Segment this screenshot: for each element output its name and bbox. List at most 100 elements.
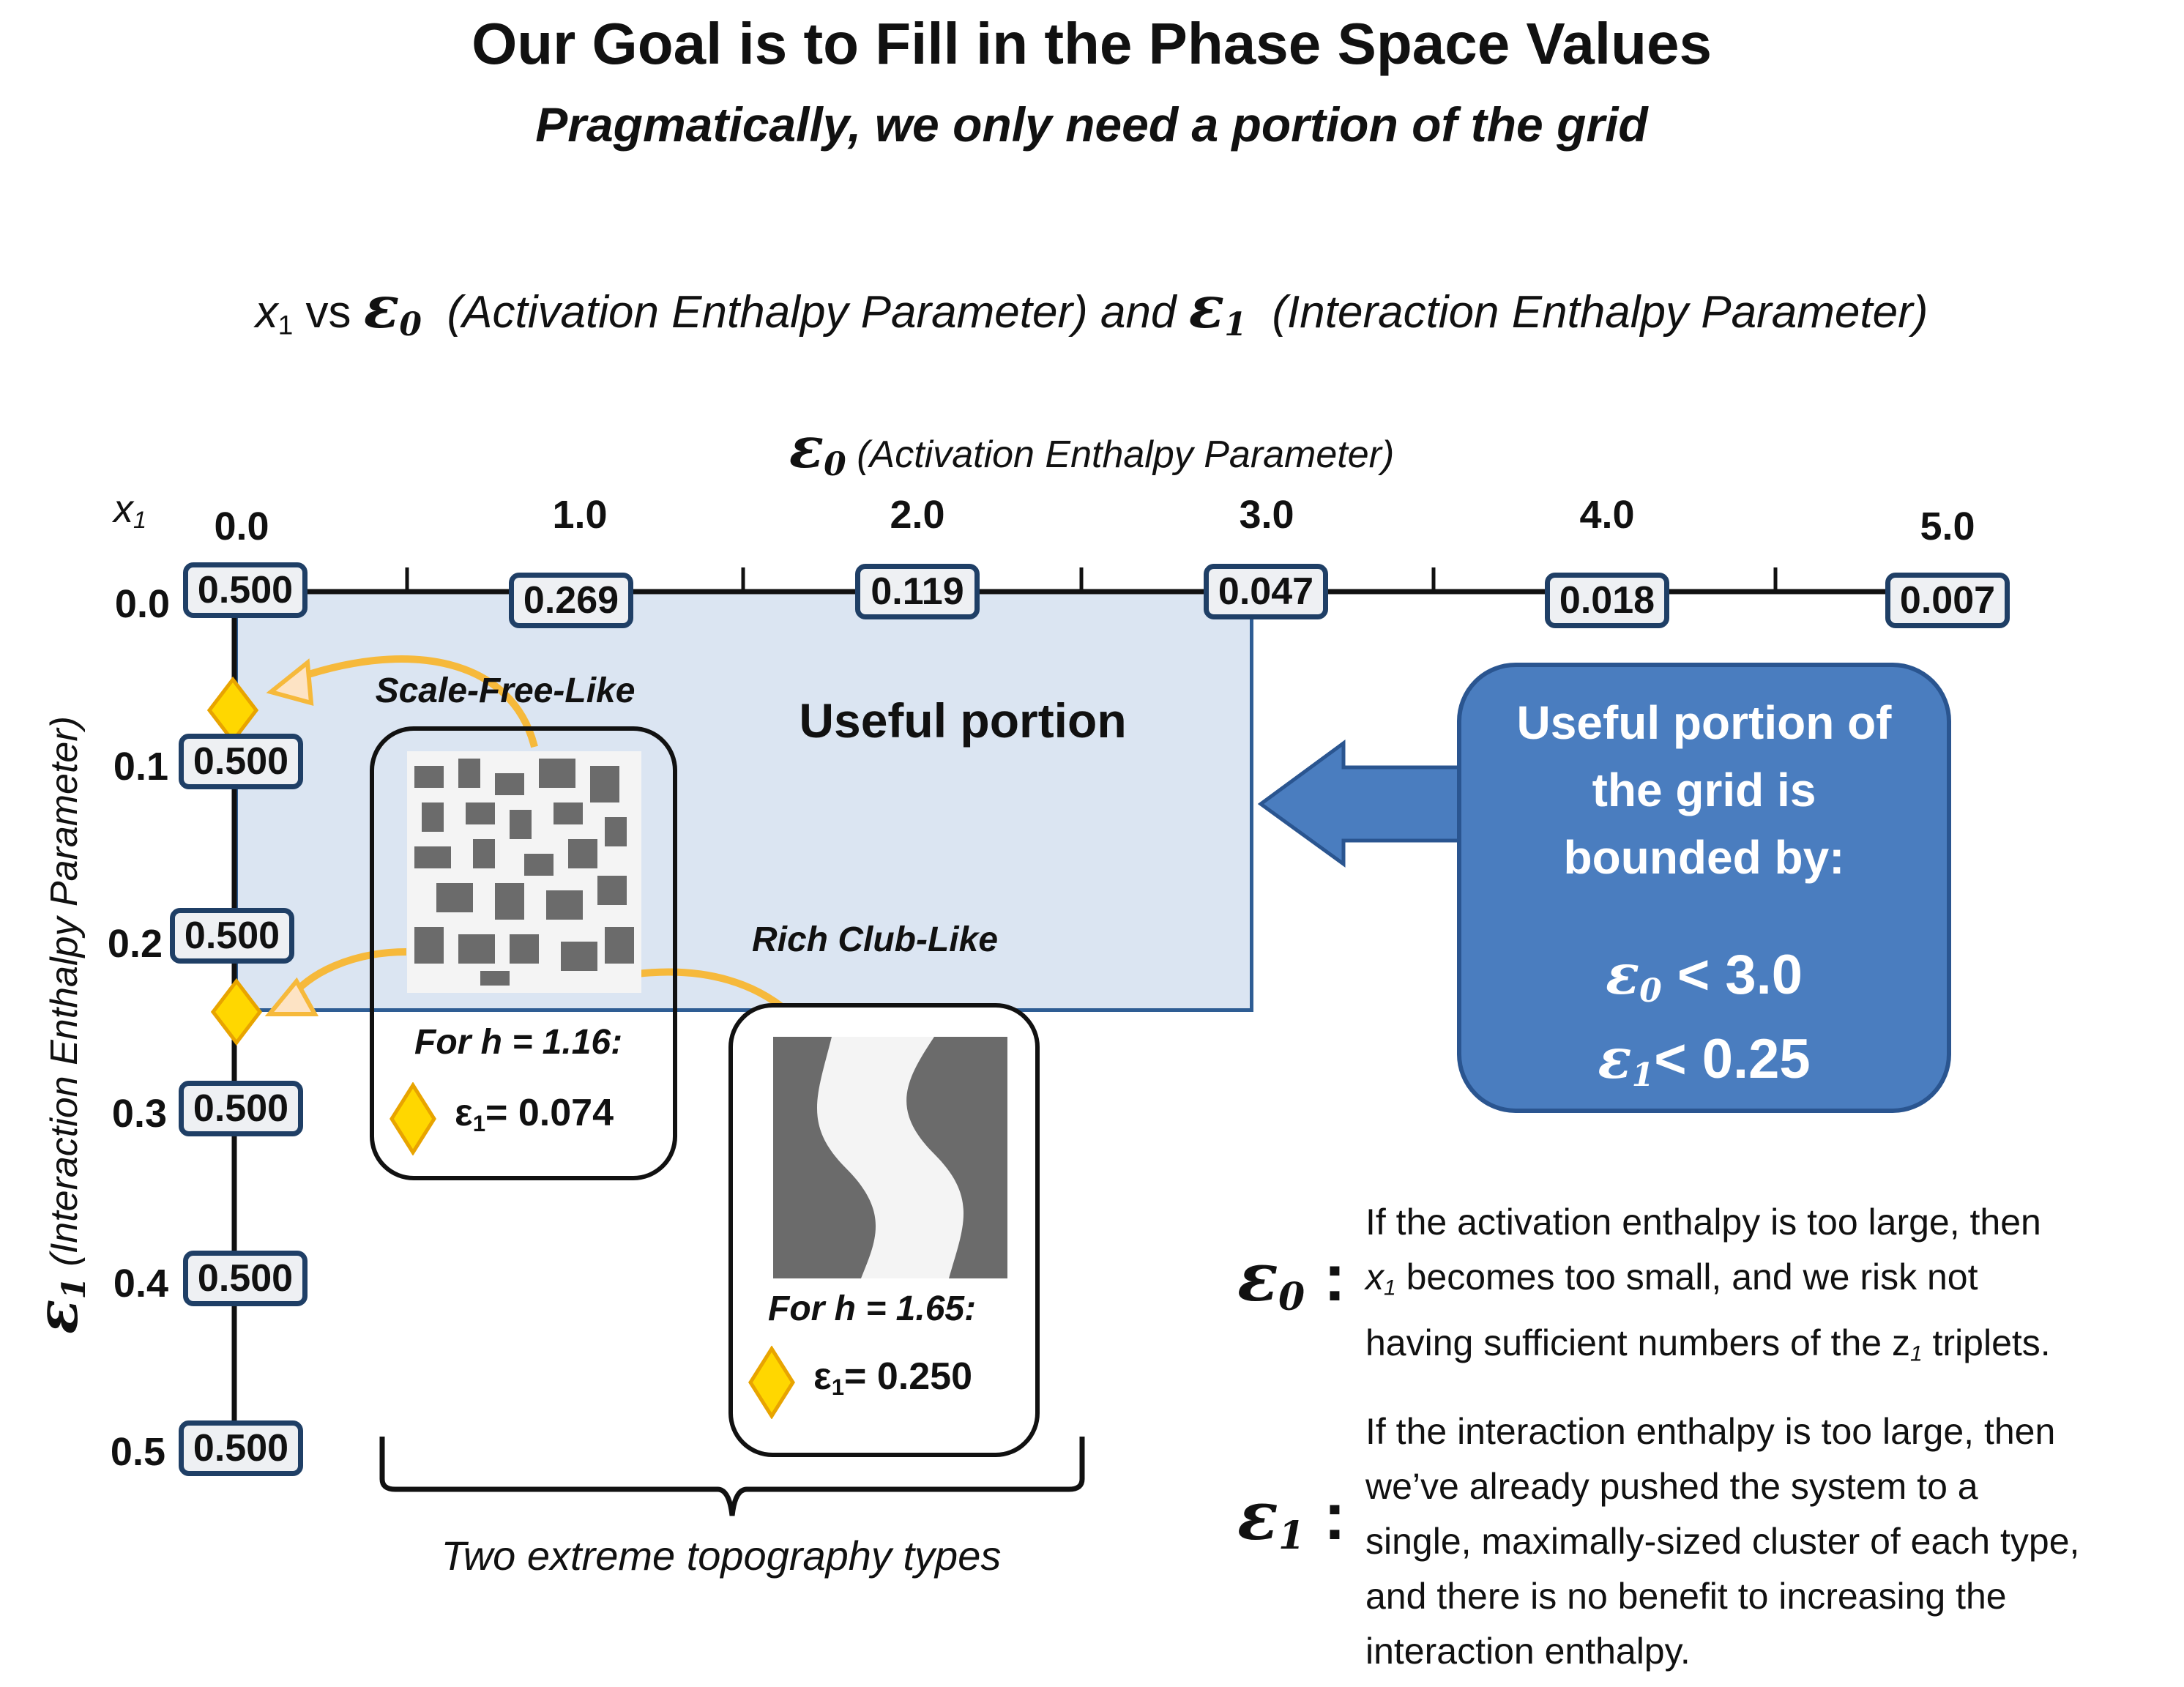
- scale-free-lattice-image: [407, 751, 641, 993]
- expl-eps0-x1-sub: 1: [1384, 1276, 1396, 1300]
- y-tick-label: 0.4: [113, 1262, 168, 1306]
- scale-free-for-h: For h = 1.16:: [414, 1023, 623, 1062]
- top-row-cell: 0.500: [183, 562, 308, 618]
- y-axis-symbol-sub: 1: [56, 1276, 93, 1300]
- bound-eps1-sub: 1: [1631, 1057, 1655, 1094]
- left-column-cell: 0.500: [179, 734, 303, 789]
- x-axis-symbol: ε: [789, 414, 824, 481]
- expl-eps1-sub: 1: [1278, 1513, 1305, 1558]
- expl-eps0-x1: x: [1365, 1256, 1384, 1297]
- corner-x1-label: x1: [113, 486, 146, 534]
- y-tick-label: 0.1: [113, 745, 168, 789]
- explanation-eps1-symbol: ε1 :: [1237, 1476, 1346, 1558]
- expl-eps0-line-c-end: triplets.: [1922, 1322, 2051, 1363]
- x-tick-label: 2.0: [890, 493, 945, 537]
- bounds-callout: Useful portion of the grid is bounded by…: [1457, 663, 1951, 1113]
- y-tick-label: 0.0: [114, 582, 170, 626]
- expl-eps0-line: If the activation enthalpy is too large,…: [1365, 1202, 2041, 1243]
- heading-eps1-desc: (Interaction Enthalpy Parameter): [1272, 287, 1928, 338]
- callout-line: Useful portion of: [1516, 696, 1892, 749]
- x-tick-label: 0.0: [214, 504, 269, 548]
- bound-eps0-value: < 3.0: [1661, 944, 1803, 1006]
- scale-free-label: Scale-Free-Like: [375, 671, 636, 710]
- top-row-cell: 0.018: [1545, 573, 1669, 628]
- rich-club-eps1-value: = 0.250: [844, 1355, 972, 1398]
- diamond-eps1-0074: [206, 676, 259, 745]
- top-row-cell: 0.007: [1885, 573, 2010, 628]
- scale-free-diamond-icon: [390, 1082, 436, 1155]
- expl-eps1-line: we’ve already pushed the system to a: [1365, 1466, 1978, 1507]
- heading-eps1: ε: [1188, 272, 1225, 341]
- scale-free-eps1: ε1= 0.074: [455, 1091, 614, 1137]
- expl-eps1-line: interaction enthalpy.: [1365, 1631, 1691, 1672]
- heading-eps0: ε: [363, 272, 400, 341]
- bound-eps0-sym: ε: [1605, 942, 1640, 1007]
- heading-eps0-sub: 0: [399, 306, 422, 343]
- callout-text: Useful portion of the grid is bounded by…: [1461, 689, 1947, 891]
- scale-free-lower-arrowhead: [264, 977, 319, 1016]
- expl-eps1-line: If the interaction enthalpy is too large…: [1365, 1411, 2056, 1452]
- x-axis-symbol-sub: 0: [824, 446, 846, 483]
- left-column-cell: 0.500: [183, 1251, 308, 1306]
- y-tick-label: 0.5: [110, 1430, 165, 1474]
- y-axis-title: ε1 (Interaction Enthalpy Parameter): [24, 716, 93, 1334]
- expl-eps1-line: single, maximally-sized cluster of each …: [1365, 1521, 2080, 1562]
- expl-eps0-z1-sub: 1: [1909, 1341, 1923, 1366]
- top-row-cell: 0.119: [855, 564, 980, 619]
- heading-eps0-desc: (Activation Enthalpy Parameter): [447, 287, 1088, 338]
- bound-eps0-sub: 0: [1639, 972, 1662, 1010]
- explanation-eps1-text: If the interaction enthalpy is too large…: [1365, 1404, 2184, 1679]
- top-row-cell: 0.269: [509, 573, 633, 628]
- rich-club-eps1: ε1= 0.250: [813, 1355, 972, 1401]
- bound-eps1: ε1< 0.25: [1461, 1026, 1947, 1094]
- expl-eps0-sym: ε: [1237, 1237, 1278, 1317]
- scale-free-eps1-value: = 0.074: [485, 1092, 614, 1134]
- rich-club-diamond-icon: [748, 1346, 795, 1419]
- y-tick-label: 0.3: [111, 1092, 167, 1136]
- topography-bracket: [379, 1437, 1085, 1516]
- expl-eps0-sub: 0: [1278, 1275, 1305, 1319]
- expl-eps0-line: x1 becomes too small, and we risk not: [1365, 1250, 2184, 1316]
- left-column-cell: 0.500: [179, 1081, 303, 1136]
- heading-x1-sub: 1: [277, 309, 294, 340]
- x-axis-title: ε0 (Activation Enthalpy Parameter): [789, 414, 1395, 483]
- callout-line: the grid is: [1592, 764, 1816, 816]
- rich-club-eps1-sub: 1: [831, 1374, 845, 1400]
- rich-club-for-h: For h = 1.65:: [768, 1289, 977, 1328]
- rich-club-eps1-sym: ε: [813, 1355, 832, 1398]
- y-tick-label: 0.2: [107, 922, 163, 966]
- scale-free-eps1-sym: ε: [455, 1092, 473, 1134]
- x-tick-label: 1.0: [552, 493, 608, 537]
- top-row-cell: 0.047: [1204, 564, 1328, 619]
- bracket-caption: Two extreme topography types: [441, 1533, 1002, 1579]
- x-axis-ticks: [405, 567, 1778, 592]
- x-tick-label: 5.0: [1920, 504, 1975, 548]
- x-tick-label: 3.0: [1239, 493, 1294, 537]
- left-column-cell: 0.500: [170, 908, 294, 964]
- diamond-eps1-0250: [210, 977, 263, 1046]
- expl-eps0-line: having sufficient numbers of the z1 trip…: [1365, 1316, 2184, 1382]
- callout-line: bounded by:: [1563, 831, 1845, 884]
- heading-eps1-sub: 1: [1224, 306, 1247, 343]
- rich-club-box: For h = 1.65: ε1= 0.250: [728, 1003, 1040, 1457]
- x-tick-label: 4.0: [1579, 493, 1635, 537]
- corner-x1: x: [113, 487, 133, 531]
- callout-arrow: [1257, 740, 1463, 868]
- bound-eps1-value: < 0.25: [1654, 1028, 1811, 1090]
- scale-free-link-arrow: [288, 655, 538, 748]
- heading-and: and: [1087, 287, 1189, 338]
- left-column-cell: 0.500: [179, 1420, 303, 1476]
- scale-free-box: For h = 1.16: ε1= 0.074: [370, 726, 677, 1180]
- heading-x1: x: [255, 287, 278, 338]
- explanation-eps0-symbol: ε0 :: [1237, 1237, 1346, 1319]
- x-axis-label: (Activation Enthalpy Parameter): [857, 433, 1395, 476]
- rich-club-lattice-image: [773, 1037, 1007, 1278]
- explanation-eps0-text: If the activation enthalpy is too large,…: [1365, 1195, 2184, 1381]
- scale-free-arrowhead: [266, 658, 314, 707]
- y-axis-label: (Interaction Enthalpy Parameter): [43, 716, 86, 1267]
- rich-club-label: Rich Club-Like: [751, 920, 999, 959]
- scale-free-eps1-sub: 1: [472, 1110, 486, 1136]
- section-heading: x1 vs ε0 (Activation Enthalpy Parameter)…: [256, 272, 1928, 343]
- y-axis-symbol: ε: [24, 1299, 91, 1334]
- expl-eps0-line-c: having sufficient numbers of the z: [1365, 1322, 1910, 1363]
